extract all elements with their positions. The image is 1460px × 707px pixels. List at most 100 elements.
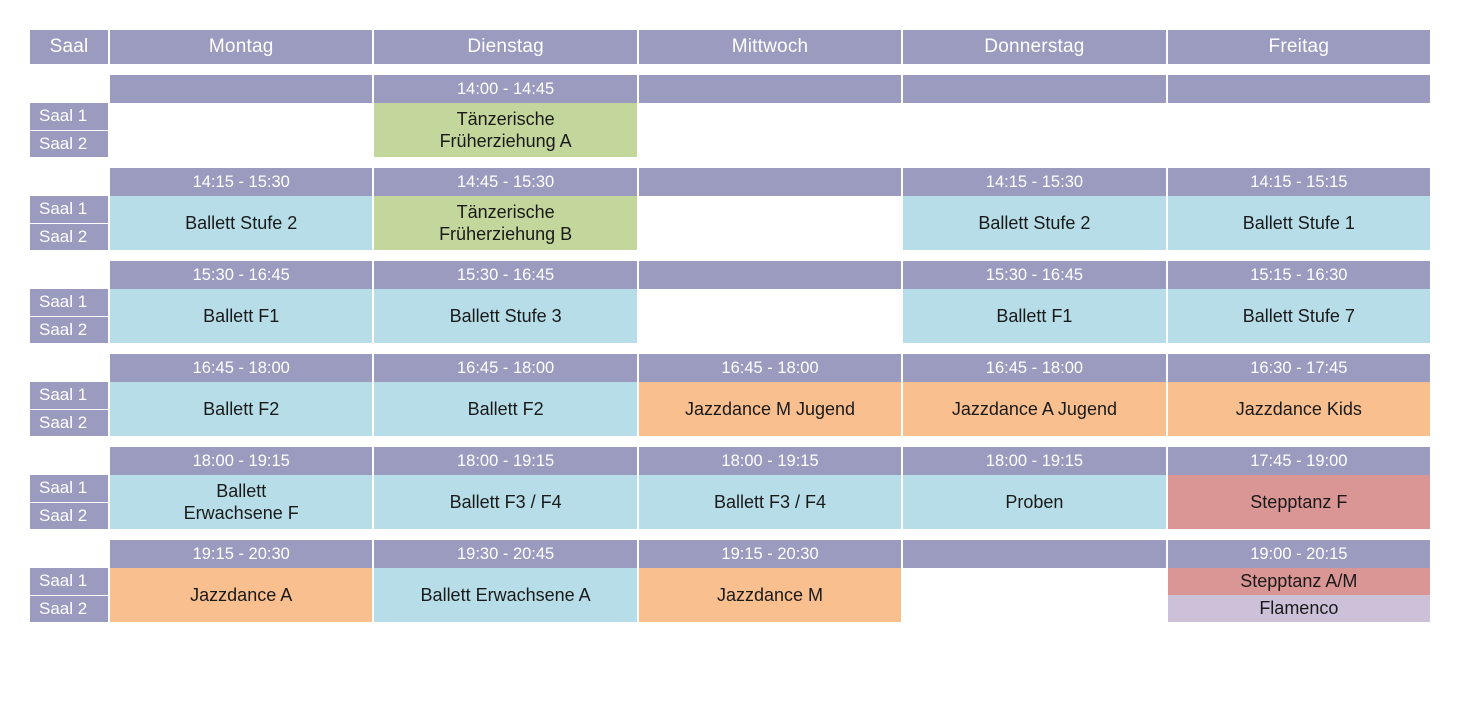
course-entry[interactable]: Proben: [903, 475, 1166, 529]
header-day-mittwoch: Mittwoch: [638, 30, 902, 64]
time-label-montag: 15:30 - 16:45: [110, 261, 373, 289]
course-entry[interactable]: Stepptanz A/M: [1167, 568, 1431, 595]
course-cell[interactable]: [903, 103, 1166, 157]
course-entry[interactable]: Ballett F3 / F4: [638, 475, 902, 529]
course-entry[interactable]: Ballett Stufe 2: [903, 196, 1166, 250]
course-cell-empty: [638, 103, 902, 157]
course-cell[interactable]: Ballett Stufe 2: [110, 196, 373, 250]
time-label-donnerstag: 16:45 - 18:00: [903, 354, 1166, 382]
course-cell-empty: [638, 289, 902, 343]
course-cell[interactable]: [1167, 103, 1431, 157]
course-cell[interactable]: [110, 103, 373, 157]
time-label-mittwoch: [638, 168, 902, 196]
time-label-dienstag: 14:00 - 14:45: [374, 75, 637, 103]
table-header-row: Saal Montag Dienstag Mittwoch Donnerstag…: [30, 30, 1431, 64]
course-cell[interactable]: Ballett F1: [903, 289, 1166, 343]
course-entry[interactable]: Ballett F1: [110, 289, 373, 343]
course-cell[interactable]: Tänzerische Früherziehung B: [374, 196, 637, 250]
room-label-2: Saal 2: [30, 130, 108, 157]
course-entry[interactable]: Ballett Erwachsene F: [110, 475, 373, 529]
course-entry[interactable]: Ballett Stufe 3: [374, 289, 637, 343]
course-cell[interactable]: Ballett Stufe 3: [374, 289, 637, 343]
course-cell[interactable]: Ballett F3 / F4: [374, 475, 637, 529]
time-label-dienstag: 18:00 - 19:15: [374, 447, 637, 475]
course-entry[interactable]: Jazzdance A: [110, 568, 373, 622]
room-label-1: Saal 1: [30, 568, 108, 596]
room-label-2: Saal 2: [30, 409, 108, 436]
course-entry[interactable]: Flamenco: [1167, 595, 1431, 622]
course-entry[interactable]: Ballett Stufe 1: [1167, 196, 1431, 250]
course-entry[interactable]: Jazzdance M: [638, 568, 902, 622]
course-entry[interactable]: Ballett Stufe 7: [1167, 289, 1431, 343]
course-entry[interactable]: Jazzdance M Jugend: [638, 382, 902, 436]
course-cell[interactable]: Ballett Erwachsene F: [110, 475, 373, 529]
time-label-dienstag: 19:30 - 20:45: [374, 540, 637, 568]
course-entry[interactable]: Ballett Stufe 2: [110, 196, 373, 250]
time-row-spacer: [30, 75, 108, 103]
time-row-spacer: [30, 447, 108, 475]
time-label-donnerstag: [903, 75, 1166, 103]
course-cell[interactable]: Ballett F3 / F4: [638, 475, 902, 529]
course-cell-empty: [903, 103, 1166, 157]
course-entry[interactable]: Jazzdance Kids: [1167, 382, 1431, 436]
course-cell[interactable]: Ballett F1: [110, 289, 373, 343]
room-label-1: Saal 1: [30, 289, 108, 317]
course-cell[interactable]: [638, 103, 902, 157]
course-entry[interactable]: Ballett F2: [110, 382, 373, 436]
course-entry[interactable]: Ballett Erwachsene A: [374, 568, 637, 622]
room-label-2: Saal 2: [30, 223, 108, 250]
course-cell[interactable]: [638, 289, 902, 343]
course-cell[interactable]: Jazzdance Kids: [1167, 382, 1431, 436]
course-cell[interactable]: Jazzdance M Jugend: [638, 382, 902, 436]
room-label-1: Saal 1: [30, 475, 108, 503]
course-entry[interactable]: Tänzerische Früherziehung B: [374, 196, 637, 250]
schedule-grid: Saal Montag Dienstag Mittwoch Donnerstag…: [30, 30, 1431, 633]
course-cell[interactable]: Stepptanz F: [1167, 475, 1431, 529]
course-cell[interactable]: [903, 568, 1166, 622]
time-label-freitag: 14:15 - 15:15: [1167, 168, 1431, 196]
course-cell[interactable]: Proben: [903, 475, 1166, 529]
course-entry[interactable]: Ballett F2: [374, 382, 637, 436]
time-label-donnerstag: 14:15 - 15:30: [903, 168, 1166, 196]
course-entry[interactable]: Ballett F3 / F4: [374, 475, 637, 529]
time-label-donnerstag: [903, 540, 1166, 568]
course-cell[interactable]: Jazzdance A Jugend: [903, 382, 1166, 436]
course-entry[interactable]: Ballett F1: [903, 289, 1166, 343]
course-entry[interactable]: Jazzdance A Jugend: [903, 382, 1166, 436]
course-cell-empty: [110, 103, 373, 157]
header-day-freitag: Freitag: [1167, 30, 1431, 64]
room-label-2: Saal 2: [30, 316, 108, 343]
course-cell[interactable]: Jazzdance M: [638, 568, 902, 622]
time-row-spacer: [30, 354, 108, 382]
course-entry[interactable]: Stepptanz F: [1167, 475, 1431, 529]
course-entry[interactable]: Tänzerische Früherziehung A: [374, 103, 637, 157]
course-cell[interactable]: Ballett Stufe 1: [1167, 196, 1431, 250]
room-label-2: Saal 2: [30, 595, 108, 622]
course-cell[interactable]: Ballett F2: [110, 382, 373, 436]
course-cell[interactable]: Ballett Erwachsene A: [374, 568, 637, 622]
header-saal: Saal: [30, 30, 108, 64]
course-cell[interactable]: Tänzerische Früherziehung A: [374, 103, 637, 157]
time-label-montag: 14:15 - 15:30: [110, 168, 373, 196]
time-row-spacer: [30, 168, 108, 196]
course-cell[interactable]: [638, 196, 902, 250]
course-cell[interactable]: Jazzdance A: [110, 568, 373, 622]
course-cell-empty: [1167, 103, 1431, 157]
course-cell[interactable]: Ballett Stufe 7: [1167, 289, 1431, 343]
course-cell[interactable]: Ballett Stufe 2: [903, 196, 1166, 250]
course-cell[interactable]: Ballett F2: [374, 382, 637, 436]
time-label-freitag: [1167, 75, 1431, 103]
time-label-montag: 19:15 - 20:30: [110, 540, 373, 568]
